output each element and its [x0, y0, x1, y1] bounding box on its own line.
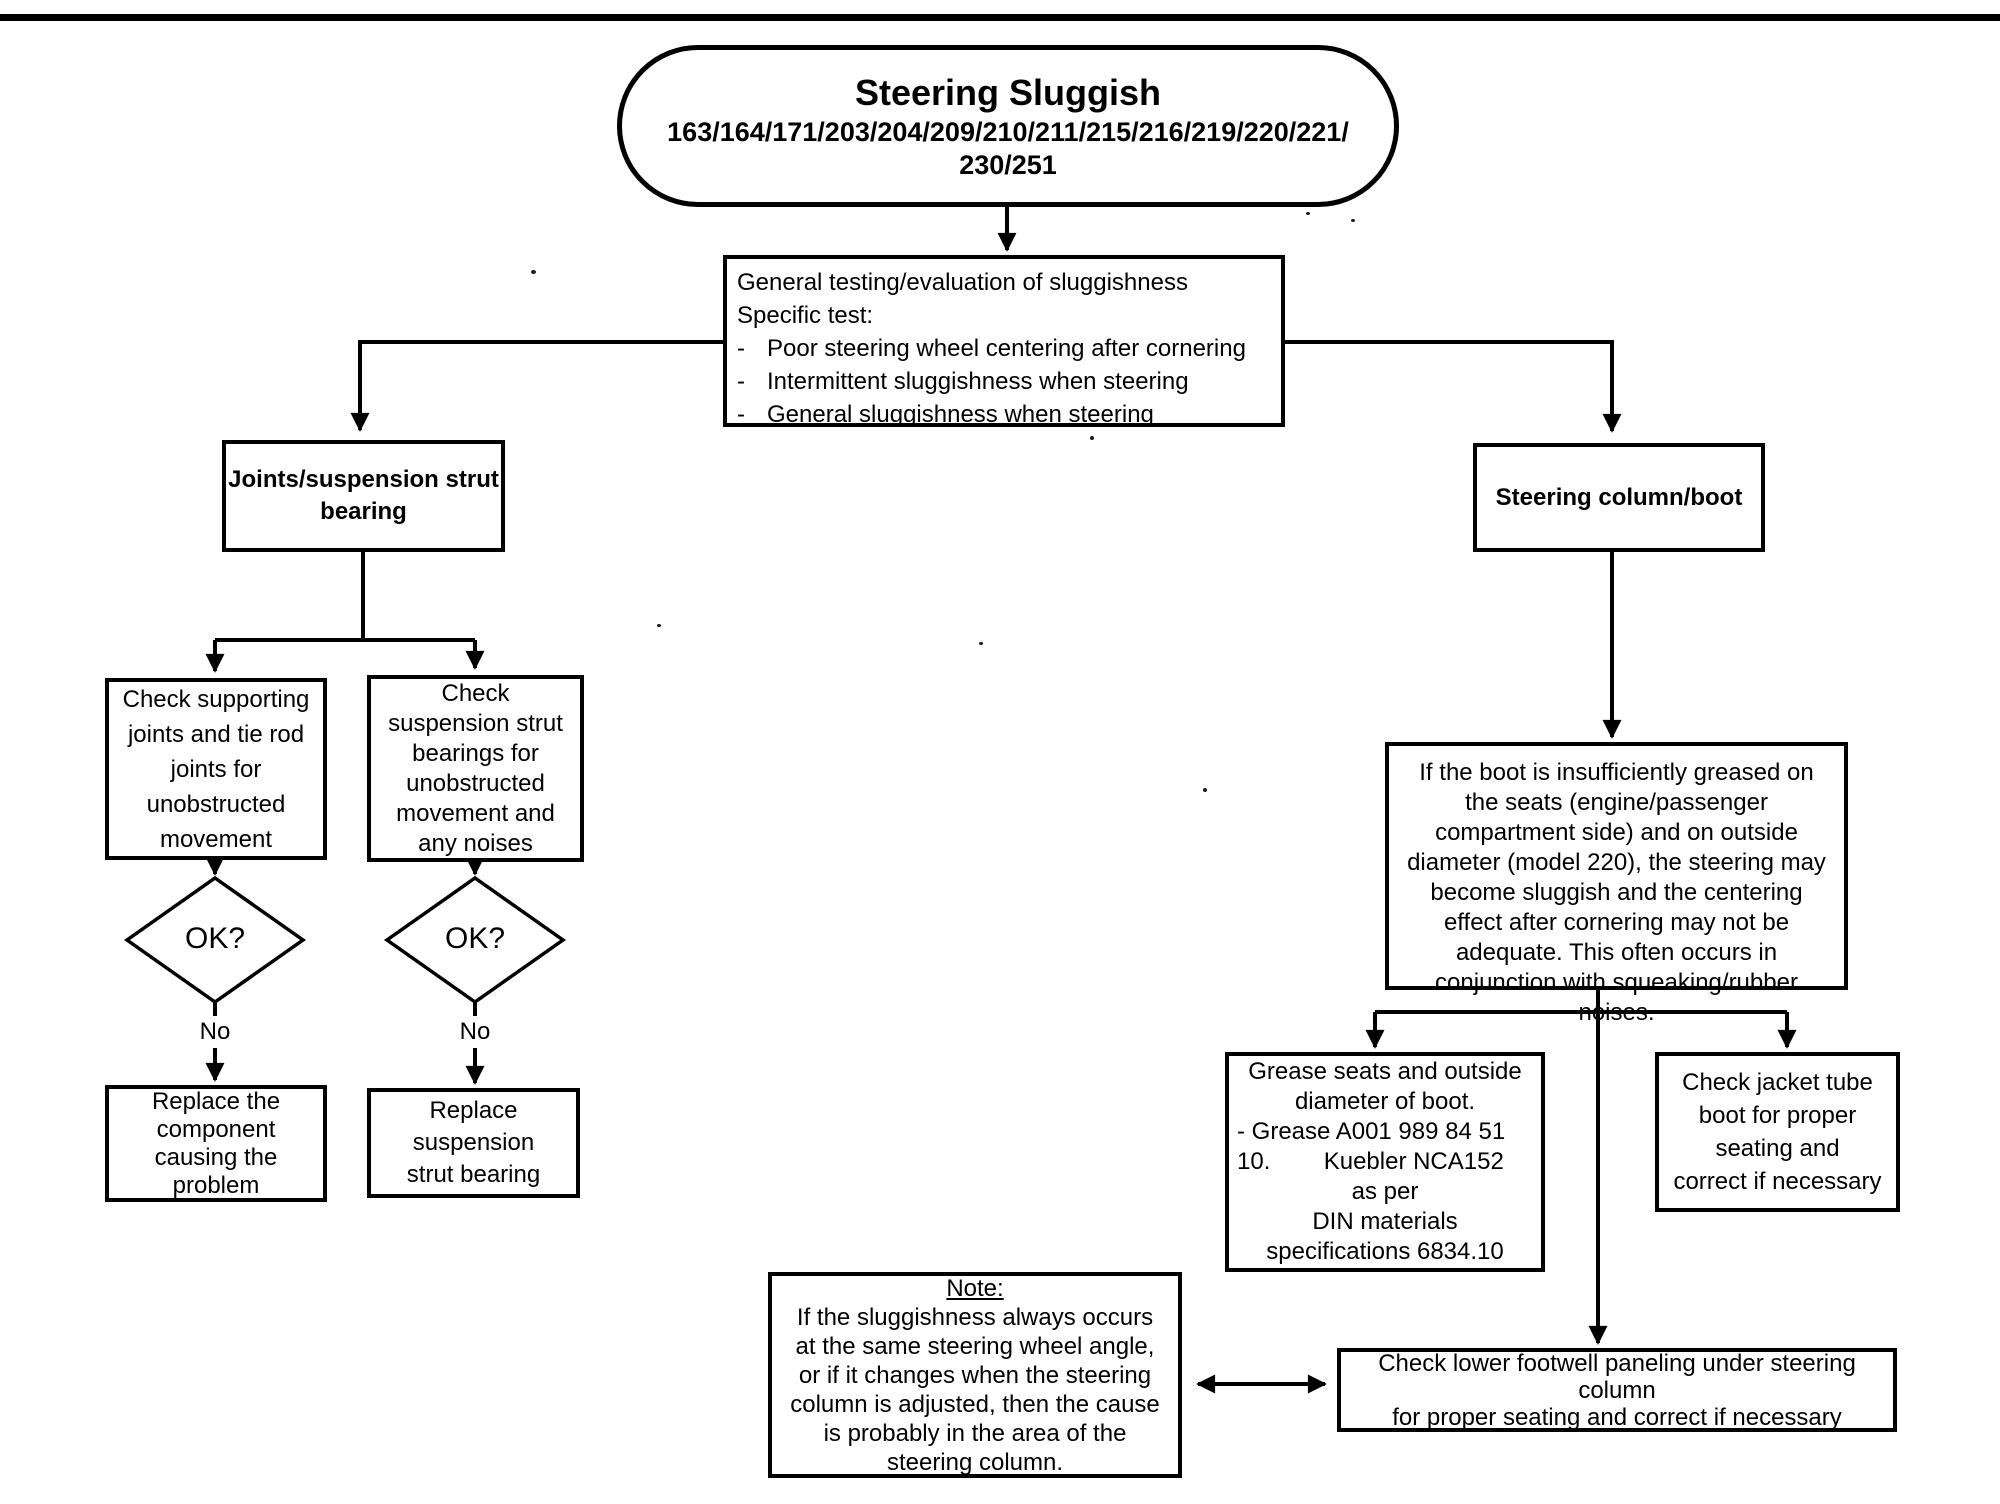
wire-joints-split: [215, 552, 475, 642]
text-line: Check lower footwell paneling under stee…: [1378, 1349, 1856, 1377]
text-line: Replace the: [151, 1087, 281, 1115]
text-line: Replace: [429, 1097, 518, 1124]
scan-speck: [531, 270, 536, 274]
bullet-dash: -: [737, 401, 745, 428]
no-branch-left-label: No: [185, 1016, 245, 1048]
start-title: Steering Sluggish: [854, 72, 1162, 113]
text-line: adequate. This often occurs in: [1455, 939, 1778, 966]
text-line: effect after cornering may not be: [1443, 909, 1790, 936]
check-supporting-joints-node: Check supporting joints and tie rod join…: [105, 678, 327, 860]
bullet-dash: -: [737, 368, 745, 395]
page-top-rule: [0, 14, 2000, 21]
bullet-text: Poor steering wheel centering after corn…: [767, 335, 1246, 362]
arrow-general-to-steering-column: [1285, 340, 1622, 433]
text-line: 10. Kuebler NCA152: [1237, 1148, 1504, 1175]
text-line: seating and: [1715, 1135, 1840, 1162]
note-node: Note: If the sluggishness always occurs …: [768, 1272, 1182, 1478]
text-line: any noises: [418, 829, 533, 857]
text-line: specifications 6834.10: [1266, 1238, 1504, 1265]
text-line: suspension: [412, 1129, 535, 1156]
text-line: component: [156, 1115, 276, 1143]
text-line: or if it changes when the steering: [798, 1361, 1152, 1389]
note-title: Note:: [946, 1274, 1004, 1302]
text-line: unobstructed: [406, 769, 545, 797]
text-line: Grease seats and outside: [1248, 1058, 1522, 1085]
boot-info-node: If the boot is insufficiently greased on…: [1385, 742, 1848, 1026]
text-line: problem: [172, 1171, 260, 1199]
scan-speck: [1306, 212, 1310, 215]
text-line: conjunction with squeaking/rubber: [1435, 969, 1798, 996]
text-line: strut bearing: [406, 1161, 541, 1188]
grease-seats-node: Grease seats and outside diameter of boo…: [1225, 1052, 1545, 1272]
text-line: - Grease A001 989 84 51: [1237, 1118, 1506, 1145]
scan-speck: [1351, 219, 1355, 222]
text-line: If the sluggishness always occurs: [796, 1303, 1154, 1331]
scan-speck: [657, 624, 661, 627]
text-line: joints for: [170, 755, 262, 783]
no-branch-right-label: No: [445, 1016, 505, 1048]
replace-component-node: Replace the component causing the proble…: [105, 1085, 327, 1202]
general-heading: General testing/evaluation of sluggishne…: [737, 269, 1188, 296]
text-line: compartment side) and on outside: [1435, 819, 1798, 846]
general-bullet: - Intermittent sluggishness when steerin…: [737, 365, 1271, 398]
arrow-general-to-joints: [350, 340, 723, 432]
start-models-line1: 163/164/171/203/204/209/210/211/215/216/…: [667, 117, 1349, 147]
bullet-text: Intermittent sluggishness when steering: [767, 368, 1189, 395]
scan-speck: [979, 642, 983, 645]
text-line: column: [1578, 1376, 1656, 1404]
text-line: bearings for: [412, 739, 539, 767]
text-line: movement and: [396, 799, 555, 827]
text-line: DIN materials: [1312, 1208, 1458, 1235]
text-line: joints and tie rod: [127, 720, 305, 748]
text-line: Check jacket tube: [1682, 1069, 1873, 1096]
bullet-dash: -: [737, 335, 745, 362]
bullet-text: General sluggishness when steering: [767, 401, 1154, 428]
text-line: Check supporting: [122, 685, 310, 713]
joints-line: bearing: [320, 498, 407, 525]
scan-speck: [1090, 436, 1094, 440]
start-node: Steering Sluggish 163/164/171/203/204/20…: [617, 45, 1399, 207]
text-line: diameter of boot.: [1294, 1088, 1476, 1115]
decision-ok-right-label: OK?: [444, 922, 506, 955]
text-line: If the boot is insufficiently greased on: [1419, 759, 1814, 786]
check-strut-bearings-node: Check suspension strut bearings for unob…: [367, 675, 584, 862]
general-bullet: - Poor steering wheel centering after co…: [737, 332, 1271, 365]
text-line: movement: [159, 825, 273, 853]
general-subheading: Specific test:: [737, 302, 874, 329]
text-line: diameter (model 220), the steering may: [1407, 849, 1826, 876]
text-line: the seats (engine/passenger: [1465, 789, 1768, 816]
general-bullet: - General sluggishness when steering: [737, 398, 1271, 431]
start-models-line2: 230/251: [959, 150, 1057, 180]
footwell-paneling-node: Check lower footwell paneling under stee…: [1337, 1348, 1897, 1432]
decision-ok-left-label: OK?: [184, 922, 246, 955]
text-line: causing the: [154, 1143, 278, 1171]
jacket-tube-node: Check jacket tube boot for proper seatin…: [1655, 1052, 1900, 1212]
text-line: noises.: [1578, 999, 1655, 1026]
text-line: correct if necessary: [1673, 1168, 1882, 1195]
general-testing-node: General testing/evaluation of sluggishne…: [723, 255, 1285, 428]
text-line: boot for proper: [1698, 1102, 1857, 1129]
text-line: Check: [441, 679, 510, 707]
replace-strut-bearing-node: Replace suspension strut bearing: [367, 1088, 580, 1198]
joints-branch-node: Joints/suspension strut bearing: [222, 440, 505, 552]
text-line: is probably in the area of the: [823, 1419, 1127, 1447]
text-line: become sluggish and the centering: [1430, 879, 1803, 906]
text-line: at the same steering wheel angle,: [795, 1332, 1155, 1360]
text-line: steering column.: [886, 1448, 1064, 1476]
text-line: unobstructed: [146, 790, 286, 818]
steering-column-branch-node: Steering column/boot: [1473, 443, 1765, 552]
text-line: suspension strut: [388, 709, 563, 737]
text-line: as per: [1351, 1178, 1419, 1205]
text-line: for proper seating and correct if necess…: [1392, 1403, 1842, 1431]
scan-speck: [1203, 788, 1207, 792]
joints-line: Joints/suspension strut: [228, 466, 499, 493]
text-line: column is adjusted, then the cause: [790, 1390, 1160, 1418]
steering-column-label: Steering column/boot: [1495, 483, 1743, 511]
